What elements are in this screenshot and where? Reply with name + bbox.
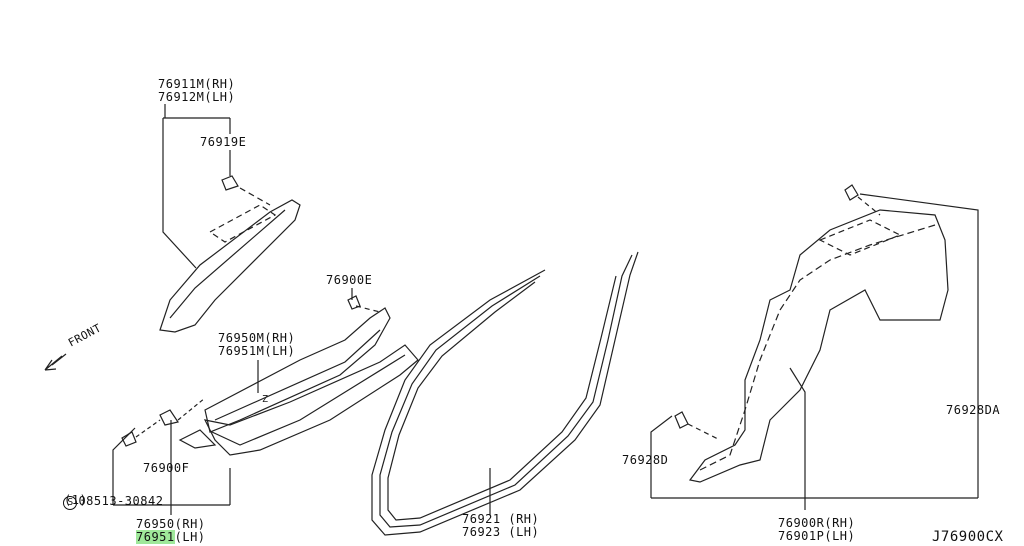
- leader-lines: [112, 104, 979, 515]
- part-label-76911m[interactable]: 76911M(RH): [158, 77, 236, 91]
- diagram-code: J76900CX: [932, 529, 1004, 545]
- part-label-76923[interactable]: 76923 (LH): [462, 525, 540, 539]
- highlighted-part-number: 76951: [136, 530, 175, 544]
- part-label-76901p[interactable]: 76901P(LH): [778, 529, 856, 543]
- part-label-76900r[interactable]: 76900R(RH): [778, 516, 856, 530]
- part-label-76950m[interactable]: 76950M(RH): [218, 331, 296, 345]
- svg-text:Z: Z: [262, 394, 268, 405]
- kicking-plate: Z: [204, 295, 391, 433]
- standard-part-symbol-icon: S: [63, 496, 78, 510]
- part-label-76900f[interactable]: 76900F: [143, 461, 190, 475]
- screw-quantity: (1): [64, 493, 88, 507]
- screw-part-number: 08513-30842: [78, 494, 164, 508]
- front-arrow-icon: [44, 353, 67, 371]
- part-label-76900e[interactable]: 76900E: [326, 273, 373, 287]
- part-label-76928d[interactable]: 76928D: [622, 453, 669, 467]
- part-label-76919e[interactable]: 76919E: [200, 135, 247, 149]
- side-label: (LH): [174, 530, 206, 544]
- rear-side-trim: [674, 184, 949, 483]
- sill-plate: [121, 344, 419, 456]
- part-label-76921[interactable]: 76921 (RH): [462, 512, 540, 526]
- part-label-76951[interactable]: 76951(LH): [136, 530, 206, 544]
- front-pillar-trim: [159, 175, 301, 333]
- part-label-76951m[interactable]: 76951M(LH): [218, 344, 296, 358]
- part-label-76912m[interactable]: 76912M(LH): [158, 90, 236, 104]
- door-weatherstrip: [371, 251, 639, 536]
- part-label-76928da[interactable]: 76928DA: [946, 403, 1001, 417]
- side-label: (RH): [174, 517, 206, 531]
- part-label-76950[interactable]: 76950(RH): [136, 518, 206, 531]
- part-number: 76950: [136, 517, 175, 531]
